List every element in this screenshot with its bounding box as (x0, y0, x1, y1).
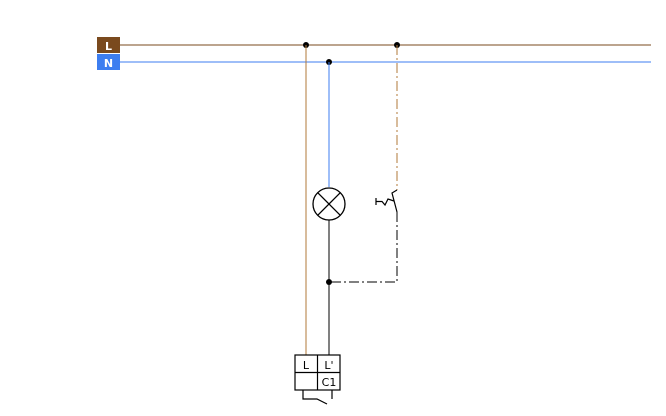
line-label: L (105, 40, 112, 53)
control-wire-lower (329, 212, 398, 283)
lamp-icon (312, 187, 346, 221)
terminal-c1-label: C1 (322, 376, 337, 389)
terminal-lprime-label: L' (324, 359, 333, 372)
relay-module (294, 354, 341, 405)
neutral-label-box (97, 54, 120, 70)
line-label-box (97, 37, 120, 53)
terminal-l-label: L (303, 359, 310, 372)
neutral-label: N (104, 57, 113, 70)
pushbutton-icon (375, 189, 398, 213)
